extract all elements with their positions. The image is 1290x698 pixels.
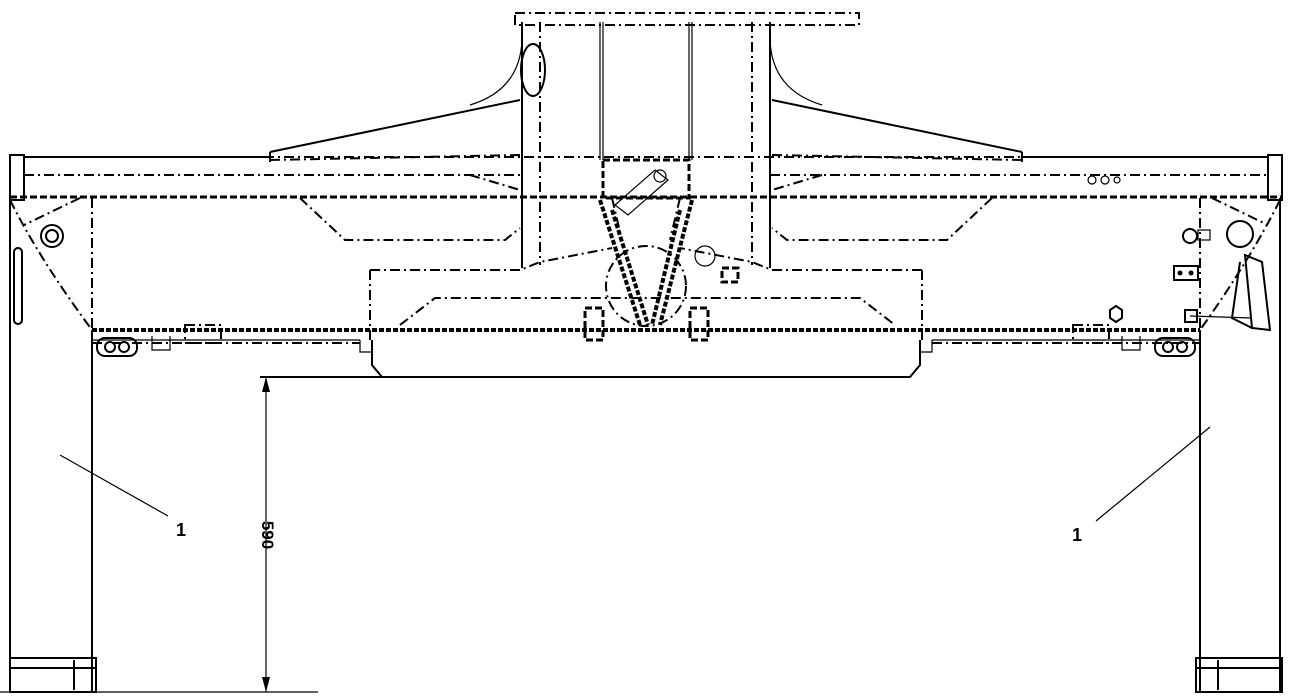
wing-right (769, 39, 1023, 162)
height-dimension-value: 590 (258, 521, 277, 549)
mast (514, 12, 860, 268)
carriage (260, 247, 933, 378)
callout-right: 1 (1072, 426, 1211, 545)
right-leg (1109, 197, 1283, 693)
wing-left (269, 39, 523, 162)
height-dimension: 590 (0, 377, 318, 693)
left-leg (9, 197, 138, 693)
callout-left: 1 (59, 454, 186, 540)
callout-left-label: 1 (176, 520, 186, 540)
centre-pivot (583, 158, 740, 342)
callout-right-label: 1 (1072, 525, 1082, 545)
lower-beam (92, 324, 1200, 351)
